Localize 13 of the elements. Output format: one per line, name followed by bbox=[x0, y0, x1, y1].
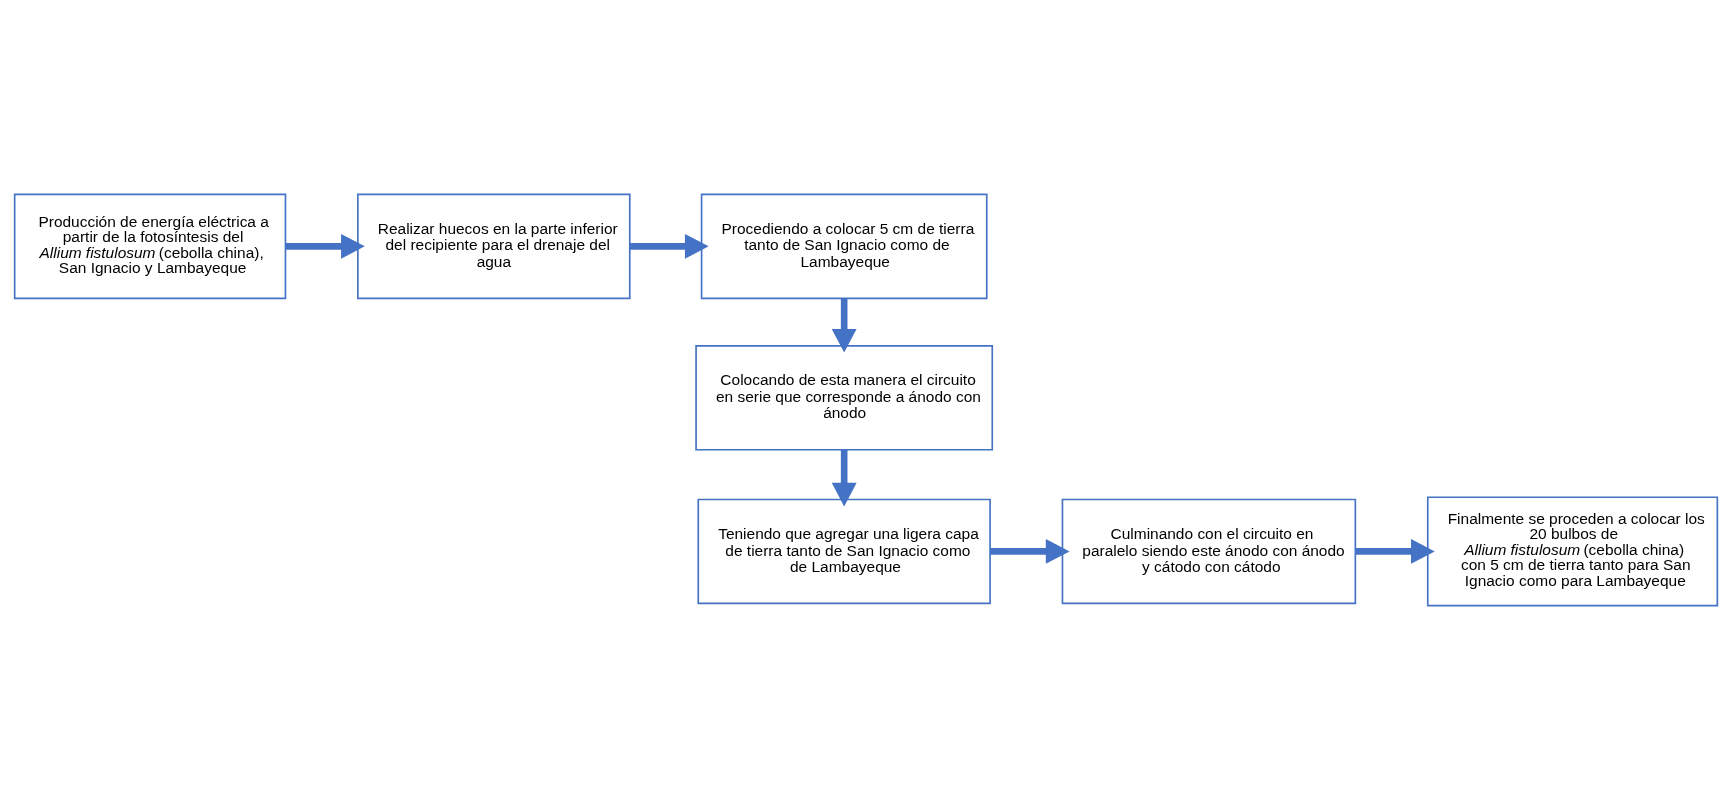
arrow bbox=[831, 298, 857, 353]
node-box: Realizar huecos en la parte inferior del recipiente para el drenaje del agua bbox=[356, 193, 631, 300]
arrow bbox=[989, 538, 1070, 564]
node-box: Finalmente se proceden a colocar los 20 bulbos de Allium fistulosum (cebolla china) con 5 cm de tierra tanto para San Ignacio como para Lambayeque bbox=[1426, 496, 1718, 607]
node-box: Procediendo a colocar 5 cm de tierra tanto de San Ignacio como de Lambayeque bbox=[700, 193, 988, 300]
arrow bbox=[629, 233, 709, 259]
node-box: Producción de energía eléctrica a partir de la fotosíntesis del Allium fistulosum (cebolla china), San Ignacio y Lambayeque bbox=[13, 193, 286, 300]
arrow bbox=[831, 449, 857, 507]
node-box: Teniendo que agregar una ligera capa de tierra tanto de San Ignacio como de Lambayeque bbox=[696, 498, 991, 605]
node-box: Culminando con el circuito en paralelo siendo este ánodo con ánodo y cátodo con cátodo bbox=[1061, 498, 1356, 605]
arrow bbox=[1355, 538, 1435, 564]
node-box: Colocando de esta manera el circuito en serie que corresponde a ánodo con ánodo bbox=[694, 345, 993, 451]
arrow bbox=[285, 233, 365, 259]
